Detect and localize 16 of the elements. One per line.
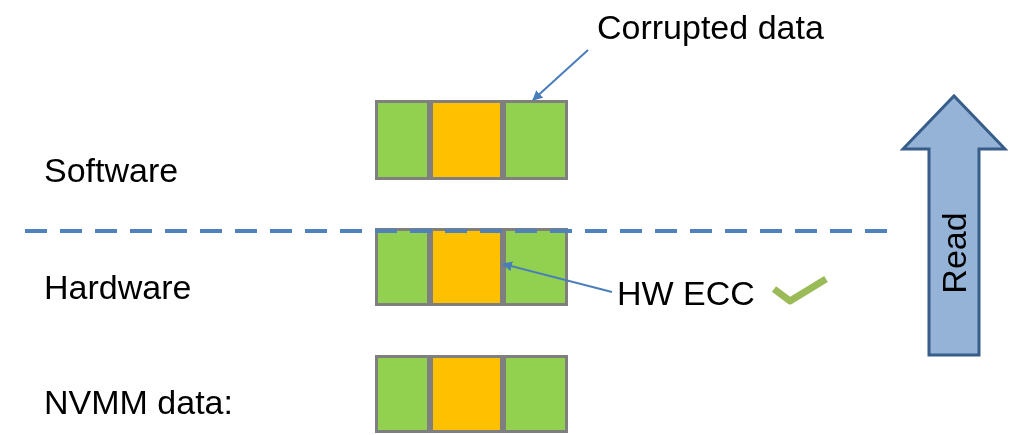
data-cell <box>430 355 503 433</box>
data-cell <box>503 355 568 433</box>
arrow-label: Read <box>937 212 971 294</box>
data-cell <box>375 355 430 433</box>
data-cell <box>503 100 568 180</box>
data-cell <box>375 100 430 180</box>
data-cell <box>430 100 503 180</box>
layer-label: Hardware <box>44 270 192 304</box>
callout-text: HW ECC <box>617 276 755 310</box>
data-cell <box>503 228 568 306</box>
layer-label: Software <box>44 153 179 187</box>
callout-text: Corrupted data <box>597 10 824 44</box>
data-cell <box>430 228 503 306</box>
data-cell <box>375 228 430 306</box>
layer-label: NVMM data: <box>44 385 233 419</box>
leader-line <box>532 49 589 101</box>
